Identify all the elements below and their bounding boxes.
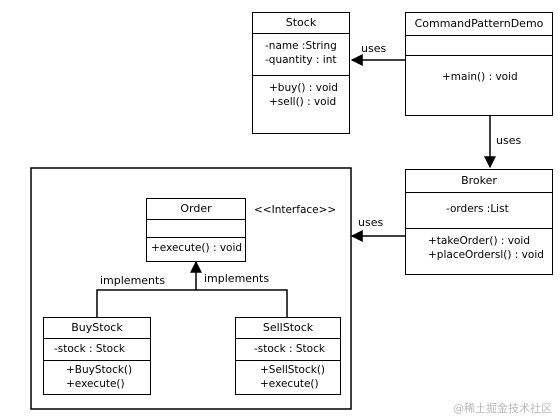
class-command-pattern-demo: CommandPatternDemo +main() : void — [405, 12, 553, 116]
method-row: +BuyStock() — [66, 364, 133, 376]
attribute-row: -orders :List — [446, 203, 509, 215]
class-buystock: BuyStock -stock : Stock +BuyStock() +exe… — [43, 317, 151, 395]
implements-connector — [96, 289, 288, 317]
class-stock-methods: +buy() : void +sell() : void — [253, 75, 349, 109]
class-order-name: Order — [180, 202, 212, 215]
uses-label-stock: uses — [361, 42, 387, 55]
method-row: +placeOrdersl() : void — [428, 249, 544, 261]
attribute-row: -quantity : int — [265, 54, 337, 66]
class-broker-attributes: -orders :List — [406, 192, 552, 228]
method-row: +sell() : void — [269, 96, 337, 108]
method-row: +main() : void — [442, 71, 518, 83]
attribute-row: -name :String — [265, 40, 337, 52]
method-row: +execute() — [66, 378, 125, 390]
class-demo-methods: +main() : void — [406, 55, 552, 84]
attribute-row: -stock : Stock — [54, 343, 125, 355]
class-demo-name: CommandPatternDemo — [414, 17, 544, 30]
class-sellstock: SellStock -stock : Stock +SellStock() +e… — [235, 317, 341, 395]
class-order: Order +execute() : void — [146, 198, 246, 262]
method-row: +SellStock() — [260, 364, 326, 376]
uses-label-package: uses — [358, 216, 384, 229]
class-buystock-methods: +BuyStock() +execute() — [44, 360, 150, 391]
class-order-attributes — [147, 219, 245, 237]
watermark: @稀土掘金技术社区 — [453, 402, 552, 415]
package-frame — [30, 167, 352, 410]
class-buystock-attributes: -stock : Stock — [44, 338, 150, 360]
method-row: +execute() — [260, 378, 319, 390]
class-broker: Broker -orders :List +takeOrder() : void… — [405, 169, 553, 275]
order-stereotype: <<Interface>> — [254, 204, 337, 216]
class-stock-name: Stock — [285, 16, 317, 29]
class-order-methods: +execute() : void — [147, 237, 245, 255]
attribute-row: -stock : Stock — [254, 343, 325, 355]
implements-label-right: implements — [204, 272, 270, 285]
class-sellstock-name: SellStock — [262, 321, 314, 334]
method-row: +takeOrder() : void — [428, 235, 530, 247]
uses-label-broker: uses — [496, 134, 522, 147]
class-sellstock-methods: +SellStock() +execute() — [236, 360, 340, 391]
class-buystock-name: BuyStock — [71, 321, 123, 334]
method-row: +execute() : void — [151, 242, 243, 254]
class-stock: Stock -name :String -quantity : int +buy… — [252, 12, 350, 134]
class-broker-methods: +takeOrder() : void +placeOrdersl() : vo… — [406, 228, 552, 262]
class-demo-attributes — [406, 35, 552, 55]
class-stock-attributes: -name :String -quantity : int — [253, 33, 349, 75]
class-sellstock-attributes: -stock : Stock — [236, 338, 340, 360]
class-broker-name: Broker — [461, 174, 497, 187]
implements-label-left: implements — [100, 274, 166, 287]
method-row: +buy() : void — [269, 82, 338, 94]
